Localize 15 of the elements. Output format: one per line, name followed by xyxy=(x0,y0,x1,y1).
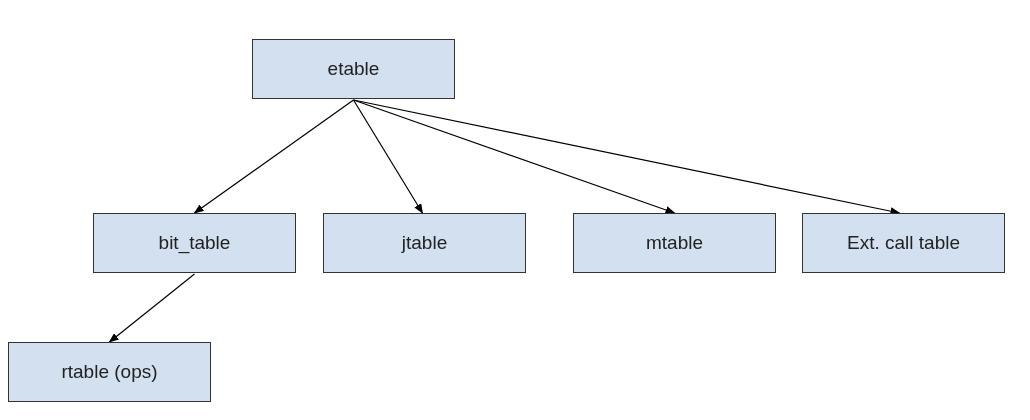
table-box xyxy=(802,213,1005,273)
node-label: bit_table xyxy=(158,232,231,254)
node-label: mtable xyxy=(646,232,703,254)
table-box xyxy=(8,342,211,402)
table-box xyxy=(93,213,296,273)
node-label: rtable (ops) xyxy=(61,361,158,383)
arrow xyxy=(193,99,355,214)
table-box xyxy=(323,213,526,273)
arrow xyxy=(108,273,196,343)
table-box xyxy=(252,39,455,99)
node-label: etable xyxy=(327,58,380,80)
node-label: Ext. call table xyxy=(847,232,960,254)
arrow xyxy=(352,99,424,214)
table-box xyxy=(573,213,776,273)
node-label: jtable xyxy=(401,232,448,254)
